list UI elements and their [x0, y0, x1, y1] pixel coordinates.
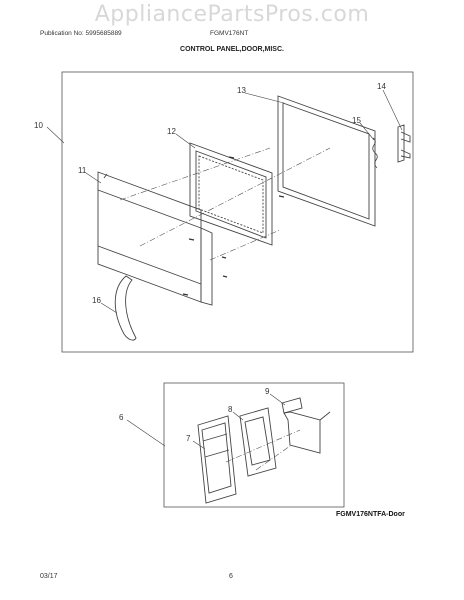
screws	[182, 156, 285, 296]
upper-diagram-frame	[61, 71, 414, 353]
callout-7: 7	[186, 434, 191, 443]
callout-15: 15	[352, 116, 361, 125]
model-number: FGMV176NT	[210, 30, 249, 37]
lower-diagram-frame	[163, 382, 345, 508]
part-11-door-panel	[97, 171, 213, 306]
callout-11: 11	[78, 166, 87, 175]
diagram-name: FGMV176NTFA-Door	[336, 511, 405, 518]
part-15-spring	[372, 137, 378, 169]
part-8-bracket	[239, 407, 277, 477]
footer-date: 03/17	[40, 573, 58, 580]
part-12-door-frame	[189, 142, 273, 246]
watermark: AppliancePartsPros.com	[94, 2, 370, 27]
callout-10: 10	[34, 121, 43, 130]
callout-12: 12	[167, 127, 176, 136]
publication-number: Publication No: 5995685889	[40, 30, 122, 37]
callout-9: 9	[265, 387, 270, 396]
section-title: CONTROL PANEL,DOOR,MISC.	[180, 46, 284, 53]
part-9-switch	[281, 397, 331, 454]
part-16-strip	[114, 275, 137, 341]
leader-lines-lower	[126, 393, 286, 450]
callout-16: 16	[92, 296, 101, 305]
leader-lines-upper	[46, 89, 403, 314]
assembly-lines-lower	[225, 429, 301, 471]
assembly-lines	[119, 147, 331, 261]
callout-13: 13	[237, 86, 246, 95]
part-14-bracket	[397, 124, 411, 163]
page-number: 6	[229, 573, 233, 580]
callout-6: 6	[119, 413, 124, 422]
callout-8: 8	[228, 405, 233, 414]
part-7-control-panel	[197, 415, 237, 504]
callout-14: 14	[377, 82, 386, 91]
part-13-door-choke	[277, 95, 376, 227]
